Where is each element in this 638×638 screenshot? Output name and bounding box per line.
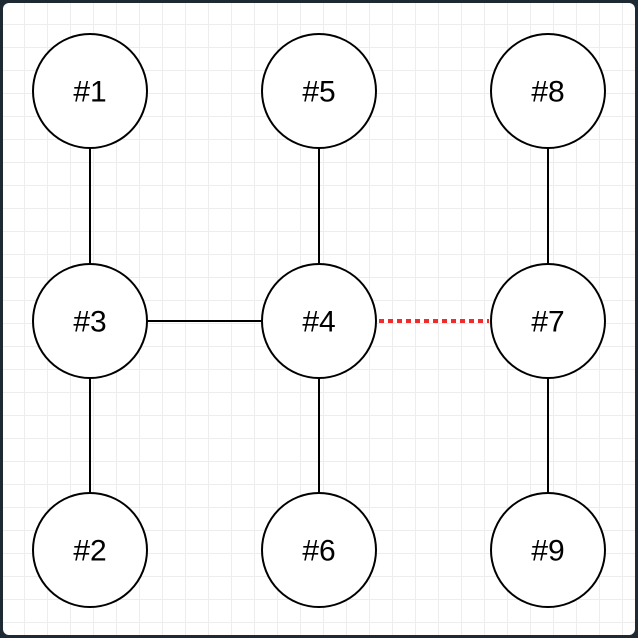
node-3-circle[interactable] [32, 263, 148, 379]
node-2[interactable]: #2 [32, 492, 148, 608]
node-2-circle[interactable] [32, 492, 148, 608]
node-6-label: #6 [302, 535, 335, 568]
node-6-circle[interactable] [261, 492, 377, 608]
node-3[interactable]: #3 [32, 263, 148, 379]
node-2-label: #2 [73, 535, 106, 568]
node-9[interactable]: #9 [490, 492, 606, 608]
node-6[interactable]: #6 [261, 492, 377, 608]
node-5[interactable]: #5 [261, 33, 377, 149]
node-3-label: #3 [73, 306, 106, 339]
edges-layer [89, 148, 549, 494]
node-1[interactable]: #1 [32, 33, 148, 149]
node-7-label: #7 [531, 306, 564, 339]
node-graph-diagram: #1 #5 #8 #3 #4 #7 [32, 33, 606, 608]
node-7[interactable]: #7 [490, 263, 606, 379]
node-8[interactable]: #8 [490, 33, 606, 149]
node-5-circle[interactable] [261, 33, 377, 149]
node-1-circle[interactable] [32, 33, 148, 149]
node-4[interactable]: #4 [261, 263, 377, 379]
node-9-circle[interactable] [490, 492, 606, 608]
node-5-label: #5 [302, 76, 335, 109]
node-9-label: #9 [531, 535, 564, 568]
node-1-label: #1 [73, 76, 106, 109]
node-4-circle[interactable] [261, 263, 377, 379]
nodes-layer: #1 #5 #8 #3 #4 #7 [32, 33, 606, 608]
node-7-circle[interactable] [490, 263, 606, 379]
node-8-circle[interactable] [490, 33, 606, 149]
node-4-label: #4 [302, 306, 335, 339]
canvas-frame: #1 #5 #8 #3 #4 #7 [3, 3, 635, 635]
node-8-label: #8 [531, 76, 564, 109]
